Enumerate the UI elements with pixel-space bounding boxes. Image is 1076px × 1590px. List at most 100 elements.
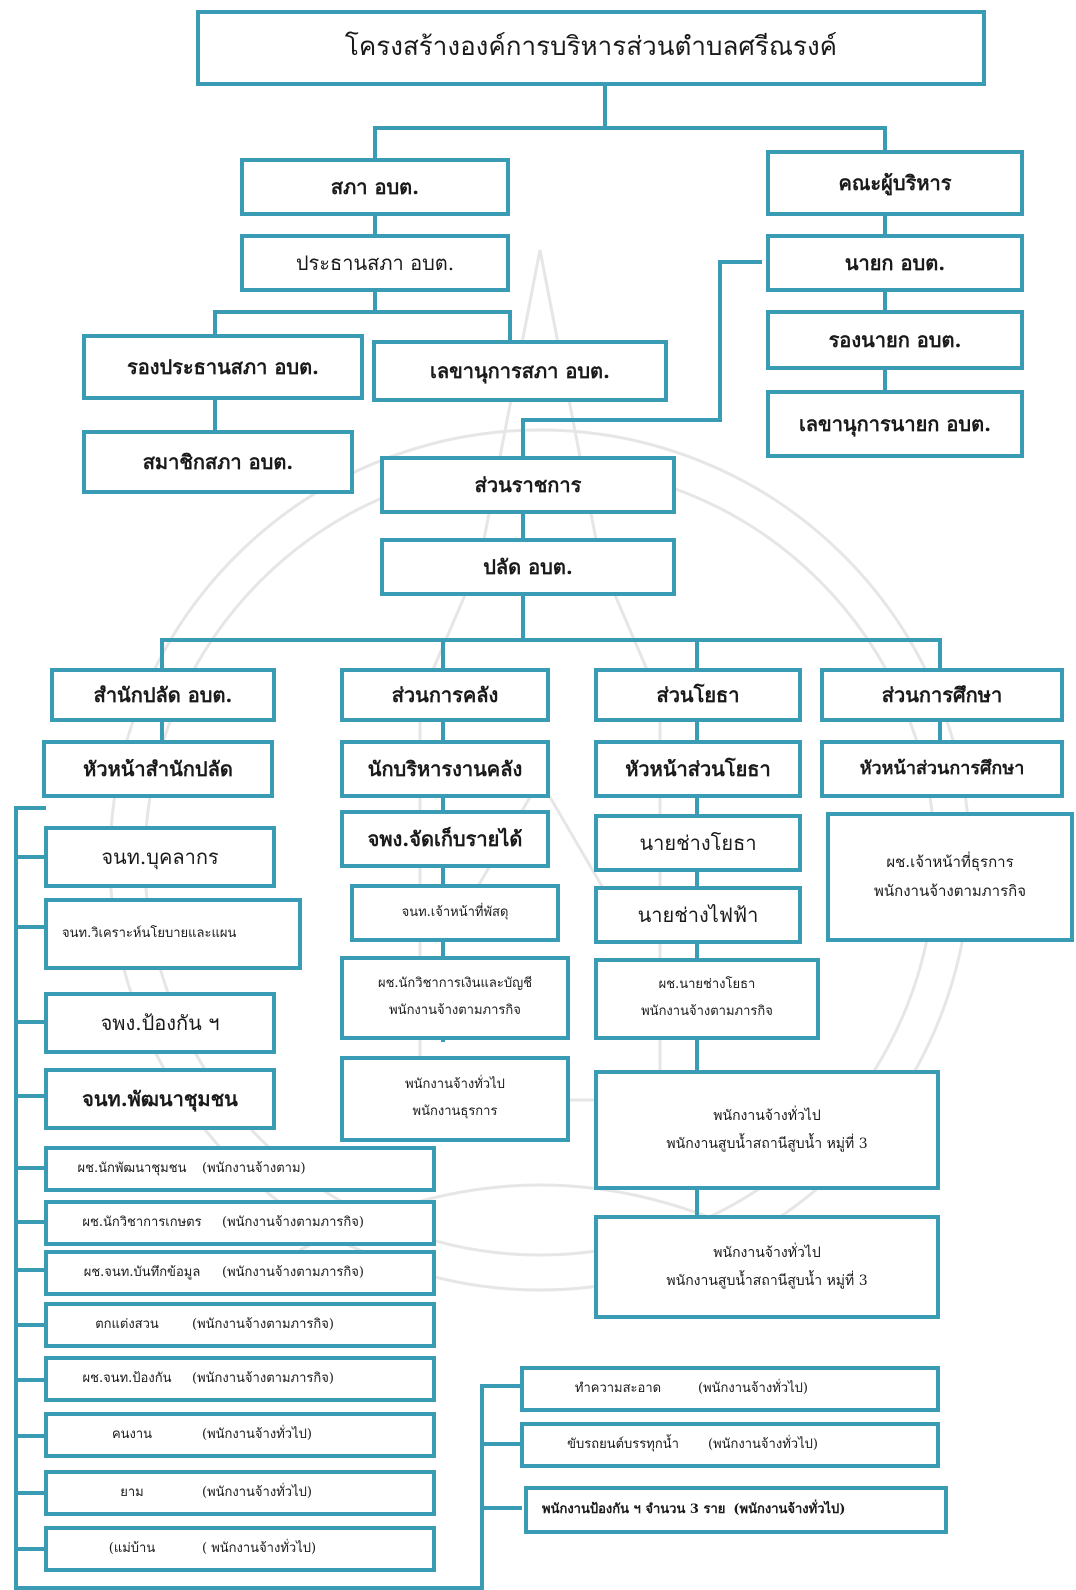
mayor-label: นายก อบต. <box>844 250 946 275</box>
council-chair-box: ประธานสภา อบต. <box>240 234 510 292</box>
general-staff-type: (พนักงานจ้างทั่วไป) <box>698 1380 808 1396</box>
chart-title-text: โครงสร้างองค์การบริหารส่วนตำบลศรีณรงค์ <box>344 32 838 63</box>
works-assistant-line-1: ผช.นายช่างโยธา <box>658 977 756 993</box>
employee-role: คนงาน <box>111 1426 153 1442</box>
admin-label: ส่วนราชการ <box>474 472 582 497</box>
finance-chief-label: นักบริหารงานคลัง <box>367 756 523 781</box>
education-dept-box: ส่วนการศึกษา <box>820 668 1064 722</box>
employee-type: ( พนักงานจ้างทั่วไป) <box>202 1540 317 1556</box>
vice-mayor-label: รองนายก อบต. <box>828 327 962 352</box>
office-chief-box: หัวหน้าสำนักปลัด <box>42 740 274 798</box>
works-dept-box: ส่วนโยธา <box>594 668 802 722</box>
education-staff-line-1: ผช.เจ้าหน้าที่ธุรการ <box>886 852 1014 871</box>
employee-type: (พนักงานจ้างทั่วไป) <box>202 1484 312 1500</box>
office-staff-box: จนท.วิเคราะห์นโยบายและแผน <box>44 898 302 970</box>
employee-type: (พนักงานจ้างตามภารกิจ) <box>222 1264 364 1280</box>
council-members-box: สมาชิกสภา อบต. <box>82 430 354 494</box>
council-chair-label: ประธานสภา อบต. <box>295 250 455 275</box>
civil-engineer-box: นายช่างโยธา <box>594 814 802 872</box>
employee-type: (พนักงานจ้างทั่วไป) <box>202 1426 312 1442</box>
office-employee-box: ตกแต่งสวน (พนักงานจ้างตามภารกิจ) <box>44 1302 436 1348</box>
supply-officer-box: จนท.เจ้าหน้าที่พัสดุ <box>350 884 560 942</box>
electrical-engineer-label: นายช่างไฟฟ้า <box>637 902 759 927</box>
accounting-line-1: ผช.นักวิชาการเงินและบัญชี <box>377 976 533 992</box>
pump-station-line-1: พนักงานจ้างทั่วไป <box>713 1107 821 1124</box>
executive-box: คณะผู้บริหาร <box>766 150 1024 216</box>
employee-role: ยาม <box>120 1484 144 1500</box>
employee-role: ผช.จนท.บันทึกข้อมูล <box>83 1264 201 1280</box>
office-dept-box: สำนักปลัด อบต. <box>50 668 276 722</box>
office-employee-box: ยาม (พนักงานจ้างทั่วไป) <box>44 1470 436 1516</box>
office-staff-label: จนท.วิเคราะห์นโยบายและแผน <box>62 925 237 941</box>
education-chief-label: หัวหน้าส่วนการศึกษา <box>859 757 1025 779</box>
finance-general-box: พนักงานจ้างทั่วไปพนักงานธุรการ <box>340 1056 570 1142</box>
finance-general-line-1: พนักงานจ้างทั่วไป <box>405 1077 505 1093</box>
finance-general-line-2: พนักงานธุรการ <box>412 1104 498 1119</box>
office-staff-label: จนท.บุคลากร <box>101 844 219 869</box>
finance-chief-box: นักบริหารงานคลัง <box>340 740 550 798</box>
general-staff-box: พนักงานป้องกัน ฯ จำนวน 3 ราย (พนักงานจ้าง… <box>524 1486 948 1534</box>
accounting-box: ผช.นักวิชาการเงินและบัญชีพนักงานจ้างตามภ… <box>340 956 570 1040</box>
office-staff-box: จนท.พัฒนาชุมชน <box>44 1068 276 1130</box>
works-dept-label: ส่วนโยธา <box>656 682 740 707</box>
employee-role: (แม่บ้าน <box>108 1540 156 1556</box>
works-assistant-line-2: พนักงานจ้างตามภารกิจ <box>641 1004 773 1019</box>
employee-role: ตกแต่งสวน <box>95 1316 159 1332</box>
general-staff-role: พนักงานป้องกัน ฯ จำนวน 3 ราย <box>542 1501 726 1517</box>
employee-type: (พนักงานจ้างตามภารกิจ) <box>192 1370 334 1386</box>
employee-type: (พนักงานจ้างตามภารกิจ) <box>192 1316 334 1332</box>
office-employee-box: (แม่บ้าน ( พนักงานจ้างทั่วไป) <box>44 1526 436 1572</box>
general-staff-role: ขับรถยนต์บรรทุกน้ำ <box>567 1436 679 1452</box>
mayor-secretary-box: เลขานุการนายก อบต. <box>766 390 1024 458</box>
office-staff-label: จพง.ป้องกัน ฯ <box>100 1010 220 1035</box>
education-staff-box: ผช.เจ้าหน้าที่ธุรการพนักงานจ้างตามภารกิจ <box>826 812 1074 942</box>
revenue-officer-label: จพง.จัดเก็บรายได้ <box>367 826 523 851</box>
admin-box: ส่วนราชการ <box>380 456 676 514</box>
works-chief-box: หัวหน้าส่วนโยธา <box>594 740 802 798</box>
finance-dept-box: ส่วนการคลัง <box>340 668 550 722</box>
supply-officer-label: จนท.เจ้าหน้าที่พัสดุ <box>401 904 509 920</box>
employee-role: ผช.นักพัฒนาชุมชน <box>77 1160 187 1176</box>
office-chief-label: หัวหน้าสำนักปลัด <box>83 756 233 781</box>
employee-role: ผช.นักวิชาการเกษตร <box>82 1214 202 1230</box>
chart-title: โครงสร้างองค์การบริหารส่วนตำบลศรีณรงค์ <box>196 10 986 86</box>
office-staff-label: จนท.พัฒนาชุมชน <box>82 1086 238 1111</box>
general-staff-type: (พนักงานจ้างทั่วไป) <box>733 1501 846 1517</box>
office-employee-box: คนงาน (พนักงานจ้างทั่วไป) <box>44 1412 436 1458</box>
council-label: สภา อบต. <box>330 174 420 199</box>
council-secretary-label: เลขานุการสภา อบต. <box>430 358 610 383</box>
vice-mayor-box: รองนายก อบต. <box>766 310 1024 370</box>
education-chief-box: หัวหน้าส่วนการศึกษา <box>820 740 1064 798</box>
works-chief-label: หัวหน้าส่วนโยธา <box>625 756 771 781</box>
general-staff-box: ทำความสะอาด(พนักงานจ้างทั่วไป) <box>520 1366 940 1412</box>
office-staff-box: จนท.บุคลากร <box>44 826 276 888</box>
employee-role: ผช.จนท.ป้องกัน <box>82 1370 172 1386</box>
council-members-label: สมาชิกสภา อบต. <box>142 449 294 474</box>
pump-station-line-2: พนักงานสูบน้ำสถานีสูบน้ำ หมู่ที่ 3 <box>666 1136 868 1152</box>
electrical-engineer-box: นายช่างไฟฟ้า <box>594 886 802 944</box>
clerk-box: ปลัด อบต. <box>380 538 676 596</box>
office-dept-label: สำนักปลัด อบต. <box>93 682 233 707</box>
finance-dept-label: ส่วนการคลัง <box>391 682 499 707</box>
education-staff-line-2: พนักงานจ้างตามภารกิจ <box>873 882 1027 900</box>
office-employee-box: ผช.จนท.ป้องกัน (พนักงานจ้างตามภารกิจ) <box>44 1356 436 1402</box>
revenue-officer-box: จพง.จัดเก็บรายได้ <box>340 810 550 868</box>
pump-station-box: พนักงานจ้างทั่วไปพนักงานสูบน้ำสถานีสูบน้… <box>594 1070 940 1190</box>
general-staff-box: ขับรถยนต์บรรทุกน้ำ (พนักงานจ้างทั่วไป) <box>520 1422 940 1468</box>
executive-label: คณะผู้บริหาร <box>838 170 952 195</box>
council-secretary-box: เลขานุการสภา อบต. <box>372 340 668 402</box>
pump-station-box: พนักงานจ้างทั่วไปพนักงานสูบน้ำสถานีสูบน้… <box>594 1215 940 1319</box>
mayor-box: นายก อบต. <box>766 234 1024 292</box>
works-assistant-box: ผช.นายช่างโยธาพนักงานจ้างตามภารกิจ <box>594 958 820 1040</box>
employee-type: (พนักงานจ้างตามภารกิจ) <box>222 1214 364 1230</box>
office-employee-box: ผช.นักพัฒนาชุมชน(พนักงานจ้างตาม) <box>44 1146 436 1192</box>
council-vice-chair-label: รองประธานสภา อบต. <box>126 354 320 379</box>
pump-station-line-1: พนักงานจ้างทั่วไป <box>713 1244 821 1261</box>
civil-engineer-label: นายช่างโยธา <box>639 830 757 855</box>
council-box: สภา อบต. <box>240 158 510 216</box>
education-dept-label: ส่วนการศึกษา <box>881 682 1003 707</box>
general-staff-type: (พนักงานจ้างทั่วไป) <box>708 1436 818 1452</box>
office-staff-box: จพง.ป้องกัน ฯ <box>44 992 276 1054</box>
office-employee-box: ผช.จนท.บันทึกข้อมูล (พนักงานจ้างตามภารกิจ… <box>44 1250 436 1296</box>
pump-station-line-2: พนักงานสูบน้ำสถานีสูบน้ำ หมู่ที่ 3 <box>666 1273 868 1289</box>
